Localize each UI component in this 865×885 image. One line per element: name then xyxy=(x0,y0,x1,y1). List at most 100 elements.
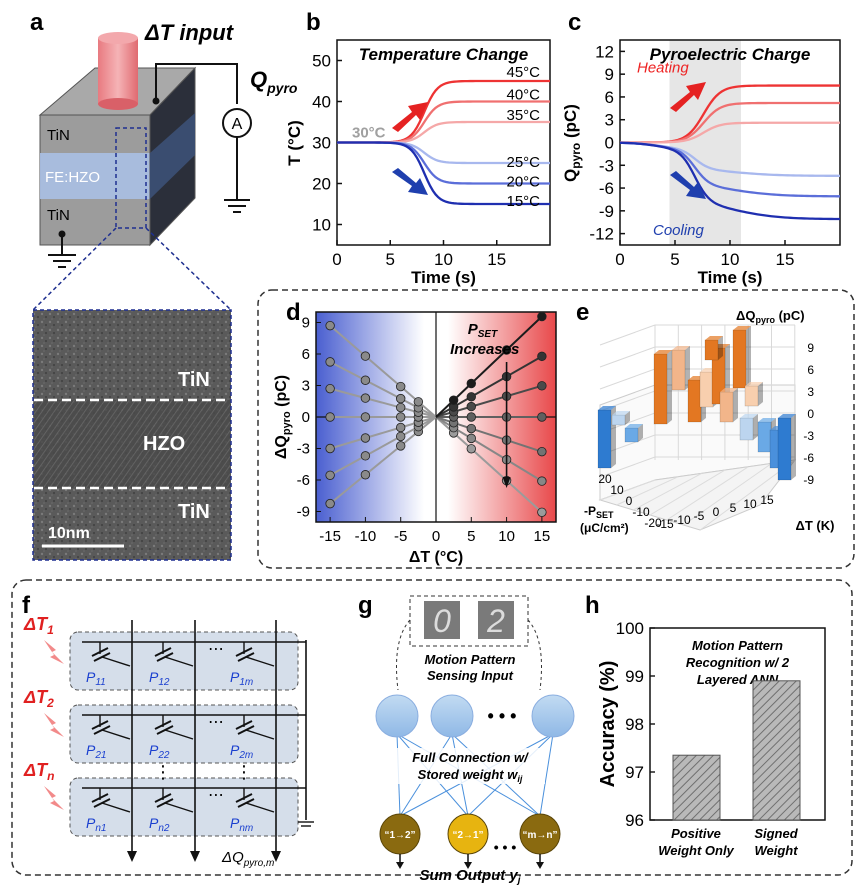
chart-title: Motion Pattern xyxy=(692,638,783,653)
x-tick-label: -10 xyxy=(355,528,377,545)
layer-label-tin-top: TiN xyxy=(47,127,70,144)
tem-image: TiN HZO TiN 10nm xyxy=(32,309,232,561)
bar xyxy=(653,353,668,425)
panel-fgh-box xyxy=(11,579,853,876)
bar-top xyxy=(654,350,672,354)
input-box xyxy=(409,595,529,647)
data-point xyxy=(501,345,512,355)
data-point xyxy=(360,451,371,461)
x-tick-label: 10 xyxy=(434,250,453,269)
y-axis-label: -PSET xyxy=(584,504,614,520)
bar-top xyxy=(778,414,796,418)
x-tick-label: 10 xyxy=(743,497,757,511)
y-tick-label: -10 xyxy=(632,505,650,519)
delta-t-input-label: ΔT input xyxy=(144,20,235,45)
input-caption: Sensing Input xyxy=(427,668,514,683)
data-point xyxy=(396,402,406,413)
cooling-arrow xyxy=(392,168,428,195)
capacitor-plate xyxy=(154,720,172,730)
x-tick-label: 15 xyxy=(534,528,551,545)
data-point xyxy=(360,470,371,480)
heating-arrow xyxy=(670,82,706,112)
series-label: 40°C xyxy=(506,87,540,104)
ellipsis-vertical: ⋮ xyxy=(235,762,253,782)
x-tick-label: Weight Only xyxy=(658,843,734,858)
y-tick-label: 97 xyxy=(625,763,644,782)
row-box xyxy=(69,631,299,691)
x-tick-label: Signed xyxy=(754,826,798,841)
zoom-region xyxy=(115,127,147,229)
x-tick-label: Weight xyxy=(754,843,798,858)
scale-bar-label: 10nm xyxy=(48,525,90,542)
grid-line xyxy=(599,324,656,346)
heater-cylinder xyxy=(98,38,138,104)
heat-bolt-icon xyxy=(44,640,64,664)
data-point xyxy=(396,412,406,422)
x-axis-label: ΔT (K) xyxy=(796,518,835,533)
cell-label: P21 xyxy=(86,742,106,761)
series-line xyxy=(619,141,841,221)
z-tick-label: 9 xyxy=(807,341,814,355)
bar-side xyxy=(638,424,643,442)
hzo-layer-side xyxy=(150,113,195,199)
output-label: ΔQpyro,m xyxy=(221,849,274,869)
cell-label: P11 xyxy=(86,669,106,688)
input-arrow xyxy=(527,619,542,691)
data-point xyxy=(325,412,335,422)
series-label: 45°C xyxy=(506,64,540,81)
y-tick-label: -3 xyxy=(297,441,310,458)
column-arrow xyxy=(127,851,137,862)
data-point xyxy=(537,351,547,362)
cell-lead xyxy=(245,802,275,813)
connection-line xyxy=(539,733,554,817)
panel-label-a: a xyxy=(30,9,44,36)
tem-label-tin-bottom: TiN xyxy=(178,501,210,523)
data-point xyxy=(360,351,371,361)
z-tick-label: -6 xyxy=(803,451,814,465)
y-tick-label: -9 xyxy=(297,504,310,521)
digit-glyph: 2 xyxy=(486,603,505,639)
chart-title: Pyroelectric Charge xyxy=(650,45,811,64)
x-tick-label: 5 xyxy=(467,528,475,545)
bar-side xyxy=(753,414,758,440)
bar-top xyxy=(745,382,763,386)
y-tick-label: -6 xyxy=(297,472,310,489)
y-tick-label: 0 xyxy=(302,409,310,426)
x-tick-label: -15 xyxy=(319,528,341,545)
y-tick-label: -12 xyxy=(589,225,614,244)
input-arrow xyxy=(396,619,411,691)
y-tick-label: 0 xyxy=(605,134,614,153)
y-tick-label: 20 xyxy=(312,175,331,194)
panel-de-box xyxy=(257,289,855,569)
x-axis-label: Time (s) xyxy=(698,268,763,287)
y-tick-label: 9 xyxy=(302,315,310,332)
data-point xyxy=(325,383,335,394)
x-tick-label: 15 xyxy=(760,493,774,507)
output-arrow-head xyxy=(536,862,544,869)
caption-bg xyxy=(395,748,545,784)
z-tick-label: 3 xyxy=(807,385,814,399)
cell-label: P1m xyxy=(230,669,253,688)
tem-label-hzo: HZO xyxy=(143,433,185,455)
delta-t-label: ΔT2 xyxy=(23,687,54,710)
delta-t-label: ΔTn xyxy=(23,760,54,783)
pset-annotation-tail: Increases xyxy=(450,341,519,358)
x-tick-label: 0 xyxy=(713,505,720,519)
y-tick-label: -9 xyxy=(599,202,614,221)
bar-side xyxy=(733,388,738,422)
floor-grid xyxy=(616,476,679,506)
data-point xyxy=(360,393,371,403)
bar xyxy=(597,409,612,469)
bar-side xyxy=(625,411,630,425)
bar-top xyxy=(612,411,630,415)
z-axis-label: ΔQpyro (pC) xyxy=(736,308,805,325)
x-tick-label: -10 xyxy=(673,513,691,527)
input-neuron xyxy=(531,694,575,738)
bar xyxy=(687,379,702,423)
x-tick-label: -5 xyxy=(394,528,407,545)
heating-arrow xyxy=(392,102,428,132)
layer-label-hzo: FE:HZO xyxy=(45,169,100,186)
